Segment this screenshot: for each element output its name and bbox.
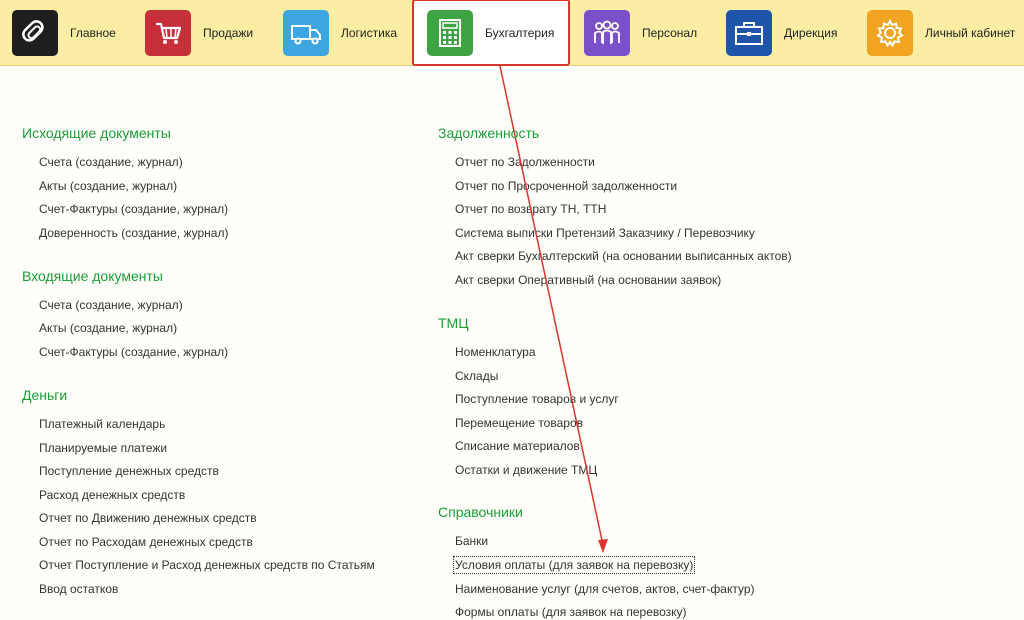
link-refs-banks[interactable]: Банки [455, 534, 489, 548]
link-money-expense[interactable]: Расход денежных средств [39, 488, 186, 502]
nav-item-management[interactable]: Дирекция [726, 0, 838, 65]
nav-item-logistics[interactable]: Логистика [283, 0, 397, 65]
nav-item-staff[interactable]: Персонал [584, 0, 697, 65]
nav-item-sales[interactable]: Продажи [145, 0, 253, 65]
cart-icon [145, 9, 191, 56]
link-outgoing-vat-invoices[interactable]: Счет-Фактуры (создание, журнал) [39, 202, 229, 216]
link-tmc-write-off[interactable]: Списание материалов [455, 439, 580, 453]
gear-icon [867, 9, 913, 56]
link-debt-claims[interactable]: Система выписки Претензий Заказчику / Пе… [455, 226, 755, 240]
nav-item-account[interactable]: Личный кабинет [867, 0, 1015, 65]
link-money-payment-calendar[interactable]: Платежный календарь [39, 417, 166, 431]
link-outgoing-invoices[interactable]: Счета (создание, журнал) [39, 155, 183, 169]
section-title-refs: Справочники [438, 504, 523, 520]
link-outgoing-power-of-attorney[interactable]: Доверенность (создание, журнал) [39, 226, 229, 240]
section-title-outgoing: Исходящие документы [22, 125, 171, 141]
link-tmc-goods-transfer[interactable]: Перемещение товаров [455, 416, 583, 430]
section-title-debt: Задолженность [438, 125, 540, 141]
link-debt-return-report[interactable]: Отчет по возврату ТН, ТТН [455, 202, 607, 216]
people-icon [584, 9, 630, 56]
link-incoming-vat-invoices[interactable]: Счет-Фактуры (создание, журнал) [39, 345, 229, 359]
link-money-income[interactable]: Поступление денежных средств [39, 464, 219, 478]
briefcase-icon [726, 9, 772, 56]
link-debt-report[interactable]: Отчет по Задолженности [455, 155, 595, 169]
link-tmc-nomenclature[interactable]: Номенклатура [455, 345, 536, 359]
link-debt-overdue-report[interactable]: Отчет по Просроченной задолженности [455, 179, 678, 193]
link-tmc-stock-balance[interactable]: Остатки и движение ТМЦ [455, 463, 598, 477]
nav-label-main: Главное [70, 25, 116, 40]
nav-label-accounting: Бухгалтерия [485, 25, 555, 40]
link-incoming-invoices[interactable]: Счета (создание, журнал) [39, 298, 183, 312]
link-debt-reconciliation-operational[interactable]: Акт сверки Оперативный (на основании зая… [455, 273, 722, 287]
truck-icon [283, 9, 329, 56]
nav-item-accounting[interactable]: Бухгалтерия [412, 0, 571, 66]
link-outgoing-acts[interactable]: Акты (создание, журнал) [39, 179, 178, 193]
link-tmc-warehouses[interactable]: Склады [455, 369, 499, 383]
section-title-tmc: ТМЦ [438, 315, 469, 331]
calculator-icon [427, 9, 473, 56]
link-refs-service-names[interactable]: Наименование услуг (для счетов, актов, с… [455, 582, 755, 596]
section-title-money: Деньги [22, 387, 68, 403]
nav-label-sales: Продажи [203, 25, 254, 40]
link-refs-payment-terms[interactable]: Условия оплаты (для заявок на перевозку) [452, 556, 696, 574]
link-debt-reconciliation-accounting[interactable]: Акт сверки Бухгалтерский (на основании в… [455, 249, 792, 263]
link-money-cashflow-report[interactable]: Отчет по Движению денежных средств [39, 511, 257, 525]
link-refs-payment-forms[interactable]: Формы оплаты (для заявок на перевозку) [455, 605, 687, 619]
paperclip-icon [12, 9, 58, 56]
nav-label-management: Дирекция [784, 25, 838, 40]
link-incoming-acts[interactable]: Акты (создание, журнал) [39, 321, 178, 335]
section-title-incoming: Входящие документы [22, 268, 163, 284]
link-money-by-article-report[interactable]: Отчет Поступление и Расход денежных сред… [39, 558, 375, 572]
link-money-planned-payments[interactable]: Планируемые платежи [39, 441, 168, 455]
link-tmc-goods-receipt[interactable]: Поступление товаров и услуг [455, 392, 619, 406]
nav-label-staff: Персонал [642, 25, 698, 40]
nav-item-main[interactable]: Главное [12, 0, 116, 65]
top-navigation-bar: Главное Продажи Логистика [0, 0, 1024, 66]
nav-label-account: Личный кабинет [925, 25, 1016, 40]
link-money-opening-balances[interactable]: Ввод остатков [39, 582, 119, 596]
nav-label-logistics: Логистика [341, 25, 398, 40]
link-money-expense-report[interactable]: Отчет по Расходам денежных средств [39, 535, 253, 549]
